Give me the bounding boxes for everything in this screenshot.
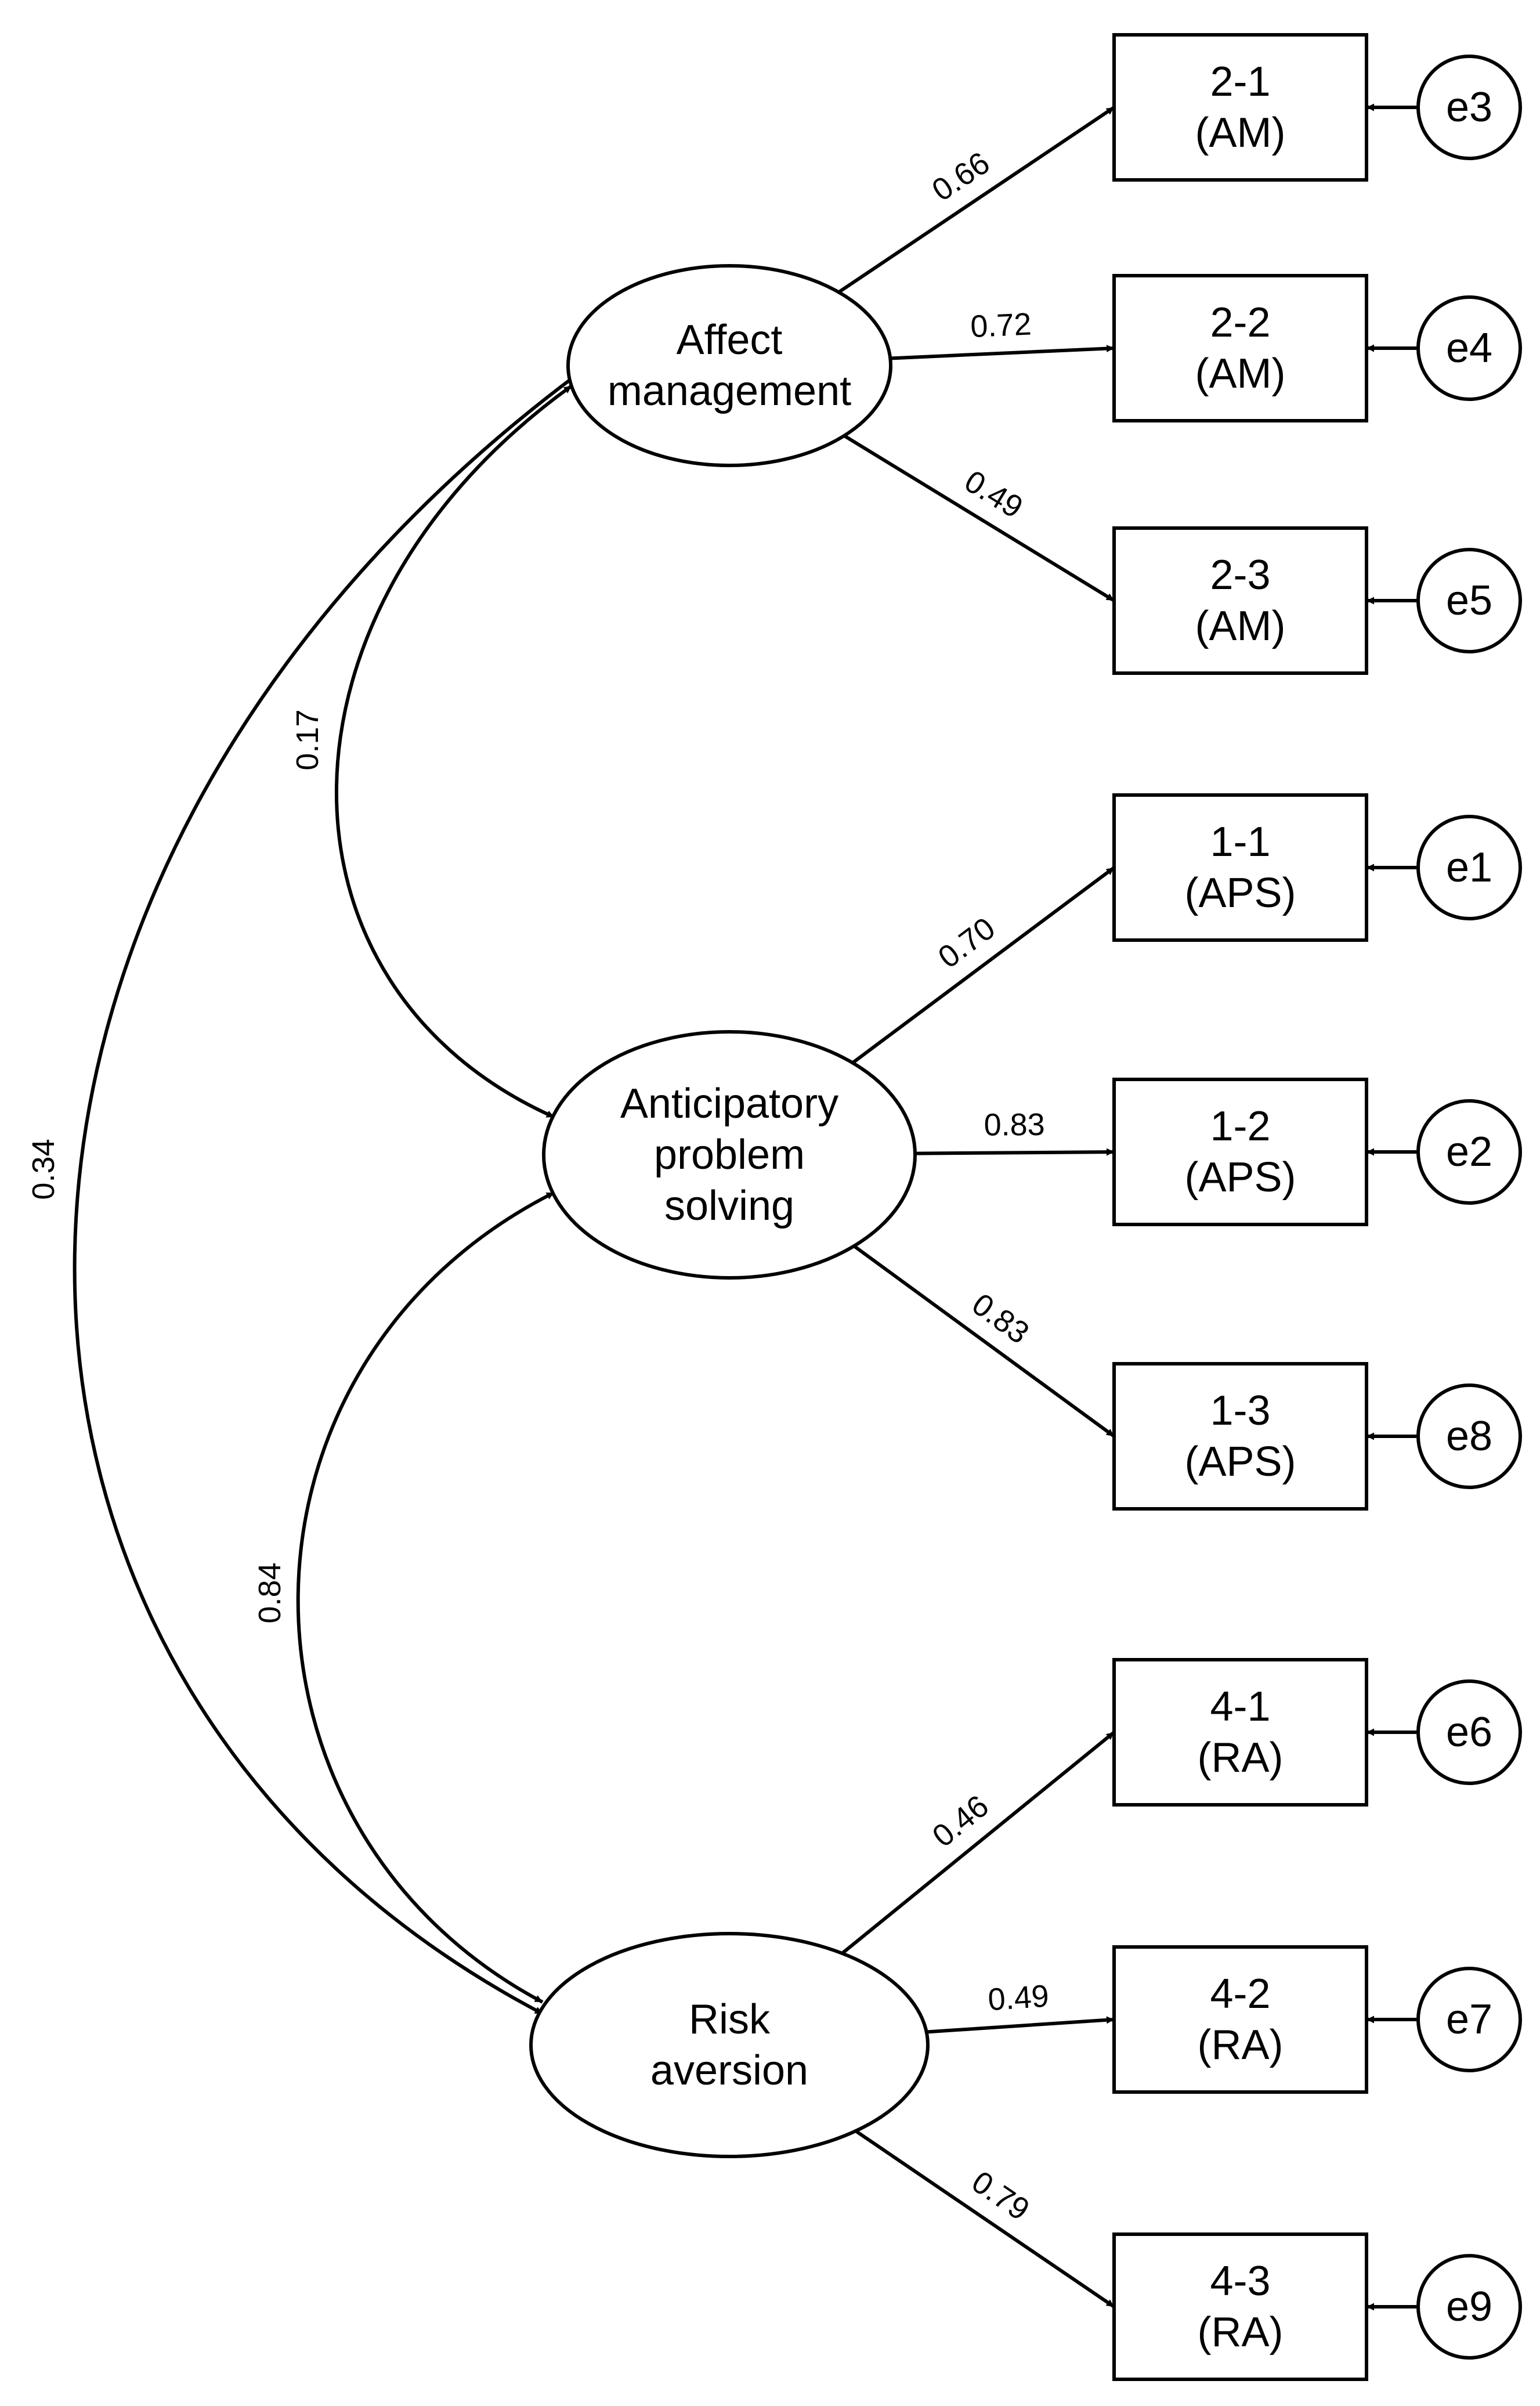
error-e9-label: e9	[1446, 2284, 1492, 2330]
loading-i21-arrow	[837, 106, 1115, 294]
indicator-i42-factor-tag: (RA)	[1198, 2022, 1284, 2068]
indicator-i22-code: 2-2	[1210, 299, 1270, 346]
indicator-i41-code: 4-1	[1210, 1684, 1270, 1730]
factor-aps-ellipse	[542, 1030, 917, 1280]
error-e9-circle	[1416, 2254, 1522, 2360]
factor-aps-label-line-2: problem	[654, 1132, 805, 1178]
error-e5-circle	[1416, 548, 1522, 653]
error-e2-circle	[1416, 1099, 1522, 1205]
loading-i22-arrow	[890, 345, 1115, 360]
loading-i11-arrow	[851, 866, 1115, 1064]
covariance-aps-ra-value: 0.84	[252, 1562, 287, 1623]
loading-i13-value: 0.83	[966, 1287, 1035, 1350]
indicator-i21-factor-tag: (AM)	[1195, 110, 1286, 156]
factor-ra-ellipse	[529, 1932, 930, 2158]
indicator-i12-factor-tag: (APS)	[1184, 1154, 1296, 1201]
indicator-i22-factor-tag: (AM)	[1195, 351, 1286, 397]
indicator-i23-code: 2-3	[1210, 552, 1270, 598]
loading-i23-arrow	[843, 434, 1115, 602]
covariance-am-aps-value: 0.17	[290, 709, 325, 770]
loading-i43-arrow	[855, 2129, 1115, 2309]
indicator-i42-box	[1112, 1945, 1368, 2094]
indicator-i13-code: 1-3	[1210, 1388, 1270, 1434]
indicator-i42-code: 4-2	[1210, 1971, 1270, 2017]
error-e6-label: e6	[1446, 1709, 1492, 1755]
loading-i42-value: 0.49	[987, 1978, 1050, 2017]
loading-i43-value: 0.79	[966, 2164, 1036, 2227]
covariance-am-aps-curve	[335, 384, 573, 1119]
indicator-i22-box	[1112, 274, 1368, 422]
indicator-i11-factor-tag: (APS)	[1184, 870, 1296, 916]
indicator-i43-factor-tag: (RA)	[1198, 2309, 1284, 2356]
error-e8-label: e8	[1446, 1413, 1492, 1460]
indicator-i41-box	[1112, 1658, 1368, 1807]
factor-ra-label-line-2: aversion	[650, 2047, 808, 2094]
factor-am-ellipse	[566, 264, 892, 467]
error-e4-label: e4	[1446, 325, 1492, 371]
indicator-i11-box	[1112, 793, 1368, 942]
paths-layer	[73, 103, 1418, 2311]
indicator-i13-factor-tag: (APS)	[1184, 1439, 1296, 1485]
factor-am-label-line-1: Affect	[677, 317, 783, 363]
loading-i41-value: 0.46	[926, 1789, 995, 1854]
loading-i21-value: 0.66	[926, 145, 996, 208]
indicator-i23-factor-tag: (AM)	[1195, 603, 1286, 649]
indicator-i13-box	[1112, 1362, 1368, 1511]
covariance-aps-ra-curve	[296, 1191, 555, 2004]
indicator-i23-box	[1112, 526, 1368, 675]
loading-i13-arrow	[853, 1244, 1115, 1438]
loading-i41-arrow	[841, 1731, 1115, 1955]
loading-i22-value: 0.72	[970, 306, 1032, 344]
indicator-i12-box	[1112, 1078, 1368, 1226]
factor-aps-label-line-1: Anticipatory	[620, 1081, 838, 1127]
loading-i23-value: 0.49	[959, 464, 1029, 525]
error-e4-circle	[1416, 295, 1522, 401]
error-e2-label: e2	[1446, 1129, 1492, 1175]
factor-aps-label-line-3: solving	[664, 1183, 794, 1229]
factor-am-label-line-2: management	[608, 368, 851, 414]
error-e3-label: e3	[1446, 84, 1492, 131]
loading-i12-value: 0.83	[984, 1107, 1045, 1143]
error-e1-circle	[1416, 815, 1522, 920]
factor-ra-label-line-1: Risk	[689, 1996, 771, 2043]
loading-i42-arrow	[926, 2016, 1115, 2034]
indicator-i43-code: 4-3	[1210, 2258, 1270, 2304]
error-e7-label: e7	[1446, 1996, 1492, 2043]
error-e6-circle	[1416, 1679, 1522, 1785]
error-e5-label: e5	[1446, 577, 1492, 624]
covariance-am-ra-curve	[73, 373, 579, 2015]
indicator-i21-code: 2-1	[1210, 59, 1270, 105]
covariance-am-ra-value: 0.34	[26, 1139, 61, 1200]
loading-i11-value: 0.70	[932, 911, 1002, 975]
indicator-i41-factor-tag: (RA)	[1198, 1735, 1284, 1781]
error-e7-circle	[1416, 1967, 1522, 2072]
error-e8-circle	[1416, 1383, 1522, 1489]
error-e1-label: e1	[1446, 844, 1492, 891]
indicator-i43-box	[1112, 2232, 1368, 2381]
loading-i12-arrow	[914, 1148, 1115, 1156]
indicator-i11-code: 1-1	[1210, 819, 1270, 865]
indicator-i21-box	[1112, 33, 1368, 182]
indicator-i12-code: 1-2	[1210, 1103, 1270, 1150]
error-e3-circle	[1416, 55, 1522, 160]
